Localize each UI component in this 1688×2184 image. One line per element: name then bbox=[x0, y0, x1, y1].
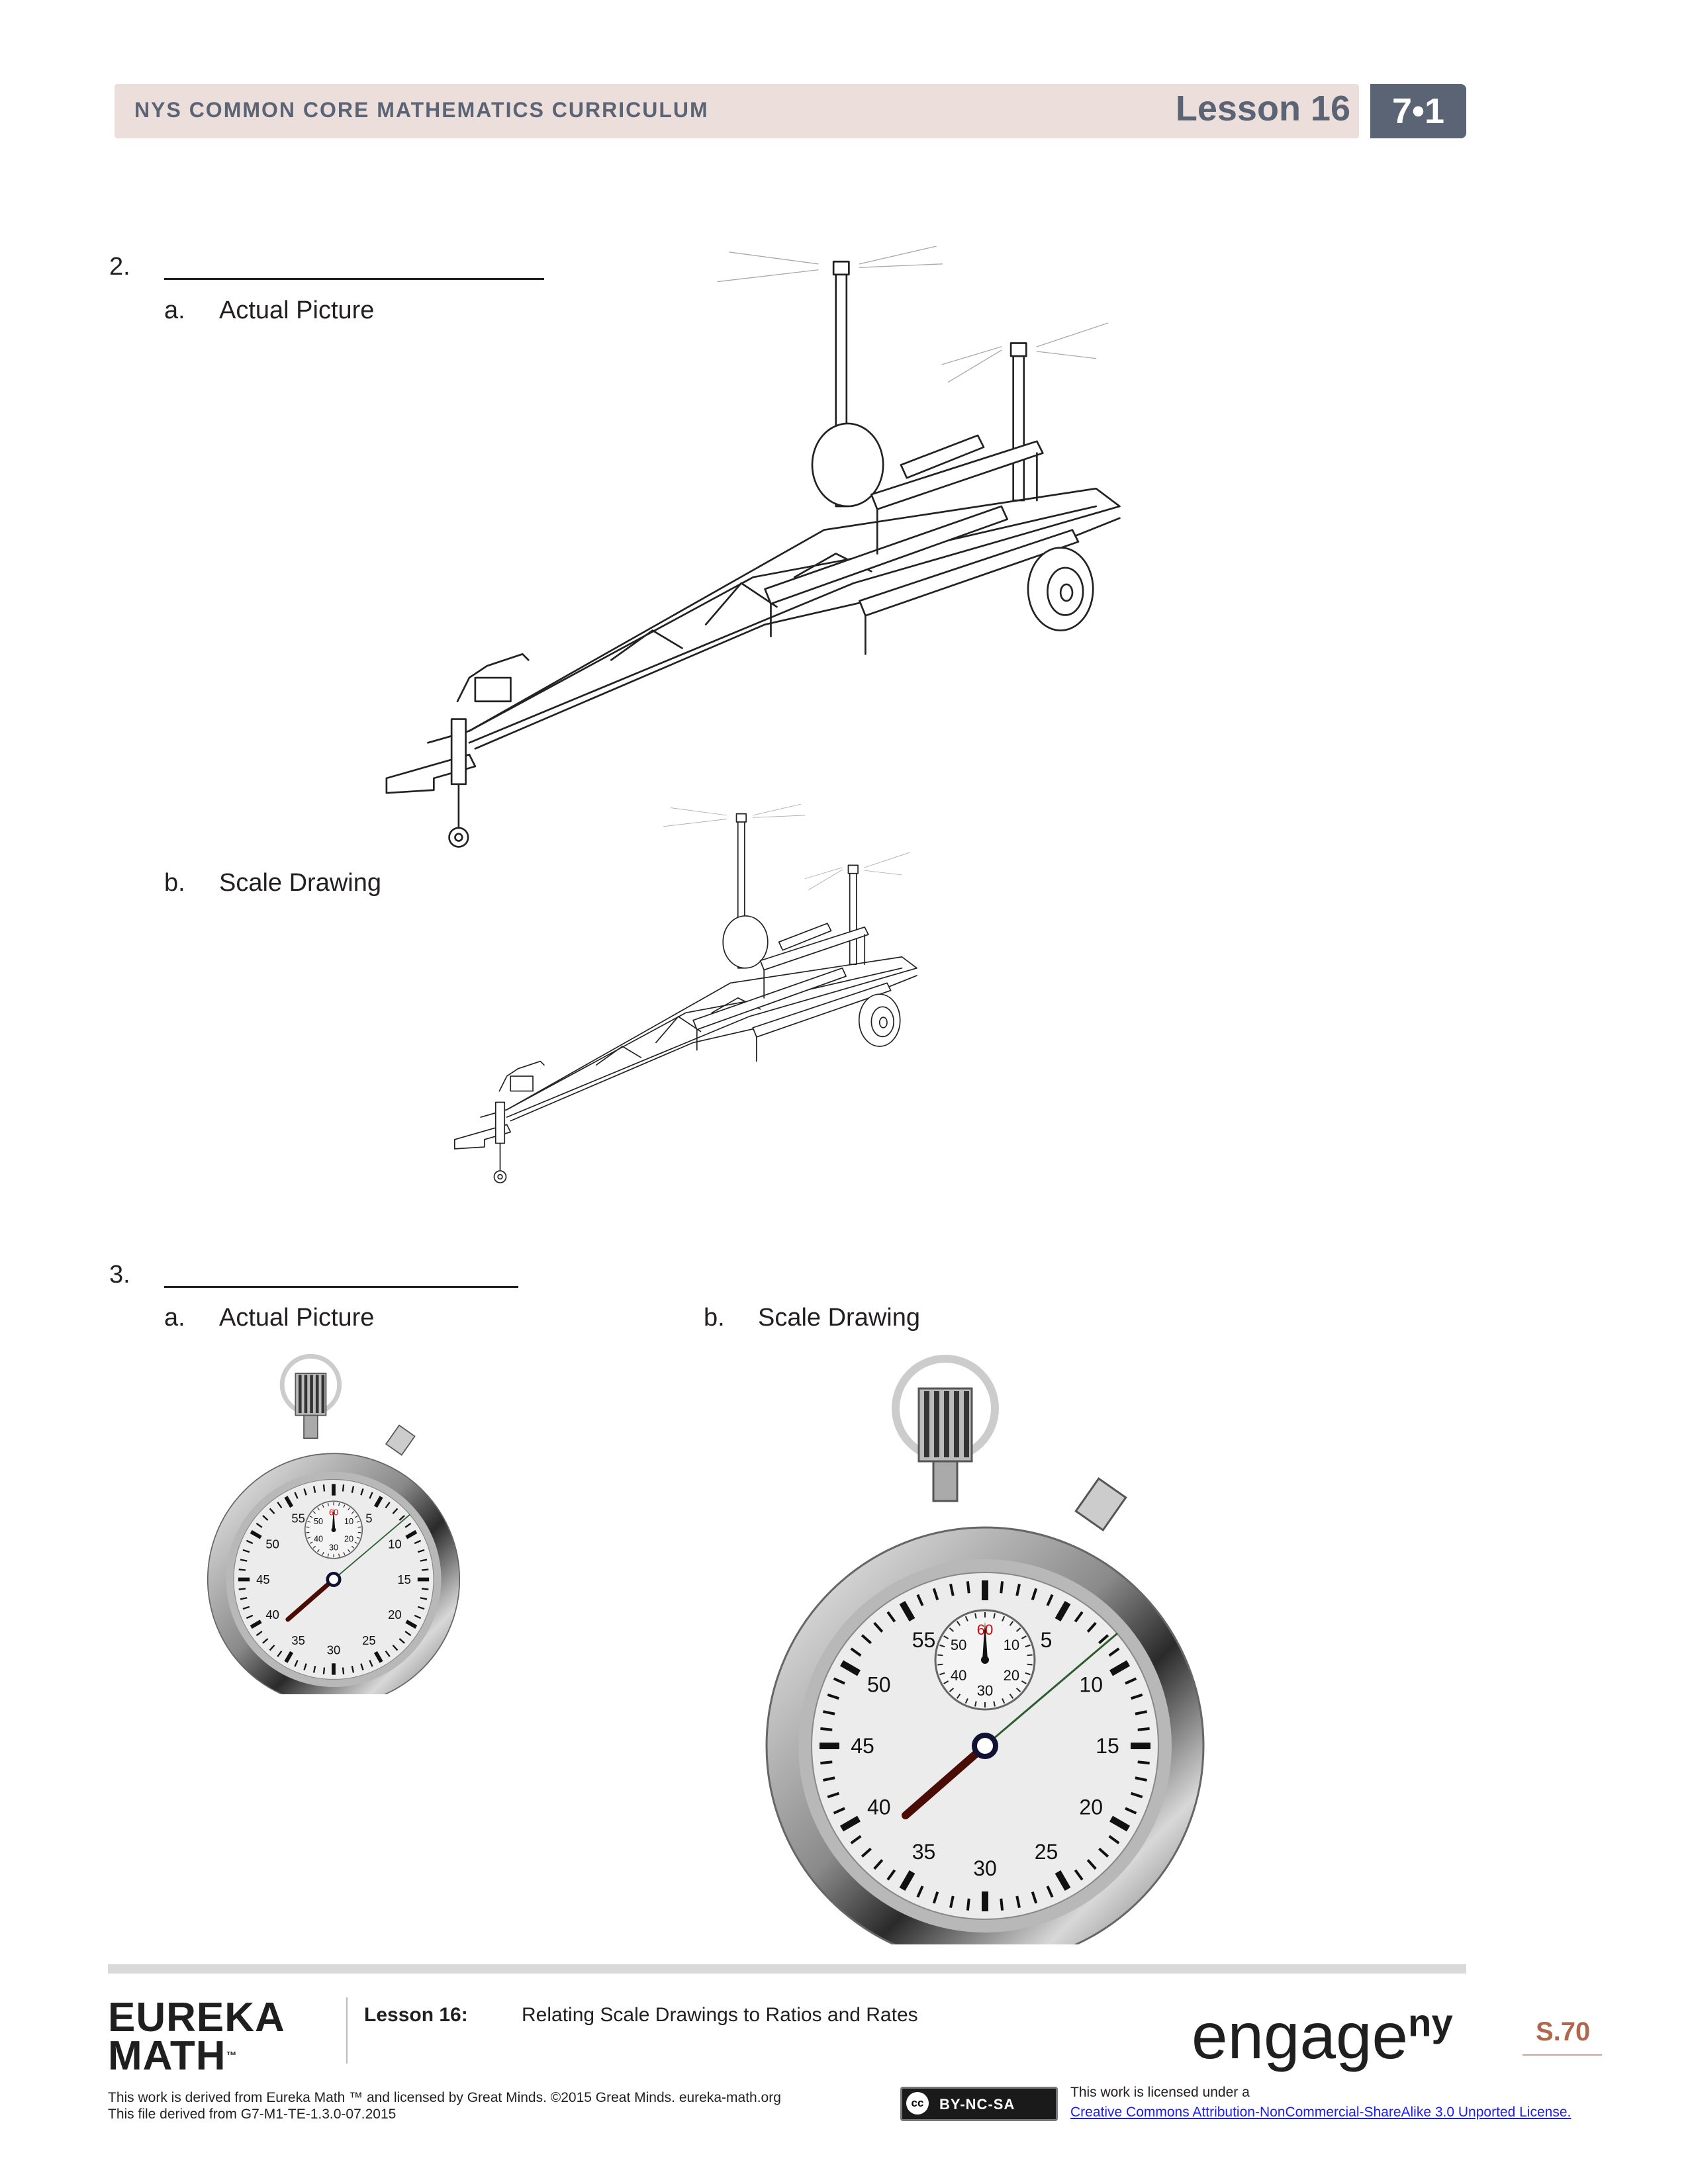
subdial-label: 50 bbox=[951, 1637, 966, 1653]
footer-lesson: Lesson 16: bbox=[364, 2004, 468, 2026]
derived-notice: This work is derived from Eureka Math ™ … bbox=[108, 2090, 781, 2105]
dial-label: 25 bbox=[1035, 1840, 1058, 1864]
dial-label: 15 bbox=[397, 1572, 411, 1586]
problem-3-number: 3. bbox=[109, 1261, 130, 1289]
footer-lesson-title: Relating Scale Drawings to Ratios and Ra… bbox=[522, 2004, 918, 2026]
problem-2-number: 2. bbox=[109, 253, 130, 281]
subdial-label: 40 bbox=[951, 1667, 966, 1684]
dial-label: 20 bbox=[388, 1608, 402, 1621]
subdial-label: 30 bbox=[329, 1543, 338, 1553]
dial-label: 30 bbox=[327, 1643, 341, 1657]
dial-label: 55 bbox=[291, 1511, 305, 1525]
dial-label: 5 bbox=[365, 1511, 372, 1525]
page-number-rule bbox=[1523, 2054, 1602, 2056]
engage-ny-logo: engageny bbox=[1192, 1999, 1453, 2072]
dial-label: 35 bbox=[291, 1633, 305, 1647]
problem-2b-letter: b. bbox=[164, 869, 185, 897]
license-link[interactable]: Creative Commons Attribution-NonCommerci… bbox=[1070, 2105, 1571, 2120]
subdial-label: 20 bbox=[1004, 1667, 1019, 1684]
dial-label: 45 bbox=[256, 1572, 270, 1586]
dial-label: 55 bbox=[912, 1628, 936, 1652]
stopwatch-scale-drawing: 510152025303540455055601020304050 bbox=[765, 1355, 1205, 1944]
problem-3b-letter: b. bbox=[704, 1304, 725, 1332]
problem-3-answer-blank bbox=[164, 1286, 518, 1288]
dial-label: 10 bbox=[388, 1537, 402, 1551]
subdial-label: 50 bbox=[314, 1517, 323, 1526]
dial-label: 50 bbox=[867, 1673, 891, 1697]
dial-label: 25 bbox=[362, 1633, 376, 1647]
problem-2a-label: Actual Picture bbox=[219, 296, 375, 324]
dial-label: 40 bbox=[867, 1796, 891, 1819]
problem-3b-label: Scale Drawing bbox=[758, 1304, 920, 1332]
stopwatch-actual-picture: 510152025303540455055601020304050 bbox=[207, 1353, 461, 1694]
lesson-title: Lesson 16 bbox=[1175, 89, 1350, 128]
subdial-label: 10 bbox=[344, 1517, 353, 1526]
dial-label: 45 bbox=[851, 1734, 874, 1758]
dial-label: 5 bbox=[1041, 1628, 1053, 1652]
file-notice: This file derived from G7-M1-TE-1.3.0-07… bbox=[108, 2107, 397, 2122]
dial-label: 50 bbox=[265, 1537, 279, 1551]
eureka-math-logo: EUREKA MATH™ bbox=[108, 1995, 285, 2079]
subdial-label: 20 bbox=[344, 1534, 353, 1543]
footer-divider bbox=[346, 1997, 348, 2064]
problem-3a-letter: a. bbox=[164, 1304, 185, 1332]
cc-icon: cc bbox=[906, 2092, 929, 2115]
subdial-label: 30 bbox=[977, 1682, 993, 1699]
curriculum-title: NYS COMMON CORE MATHEMATICS CURRICULUM bbox=[134, 98, 709, 122]
license-intro: This work is licensed under a bbox=[1070, 2085, 1250, 2100]
footer-rule bbox=[108, 1964, 1466, 1974]
dial-label: 40 bbox=[265, 1608, 279, 1621]
trailer-scale-drawing bbox=[453, 804, 917, 1183]
dial-label: 30 bbox=[973, 1856, 997, 1880]
cc-license-badge[interactable]: cc BY-NC-SA bbox=[900, 2087, 1058, 2121]
problem-3a-label: Actual Picture bbox=[219, 1304, 375, 1332]
subdial-label: 40 bbox=[314, 1534, 323, 1543]
subdial-label: 10 bbox=[1004, 1637, 1019, 1653]
grade-module-badge: 7•1 bbox=[1370, 84, 1466, 138]
problem-2-answer-blank bbox=[164, 278, 544, 280]
header-bar bbox=[115, 84, 1359, 138]
problem-2a-letter: a. bbox=[164, 296, 185, 324]
trailer-actual-picture bbox=[385, 246, 1121, 848]
dial-label: 10 bbox=[1079, 1673, 1103, 1697]
problem-2b-label: Scale Drawing bbox=[219, 869, 381, 897]
dial-label: 35 bbox=[912, 1840, 936, 1864]
dial-label: 20 bbox=[1079, 1796, 1103, 1819]
dial-label: 15 bbox=[1096, 1734, 1119, 1758]
page-number: S.70 bbox=[1536, 2017, 1591, 2046]
